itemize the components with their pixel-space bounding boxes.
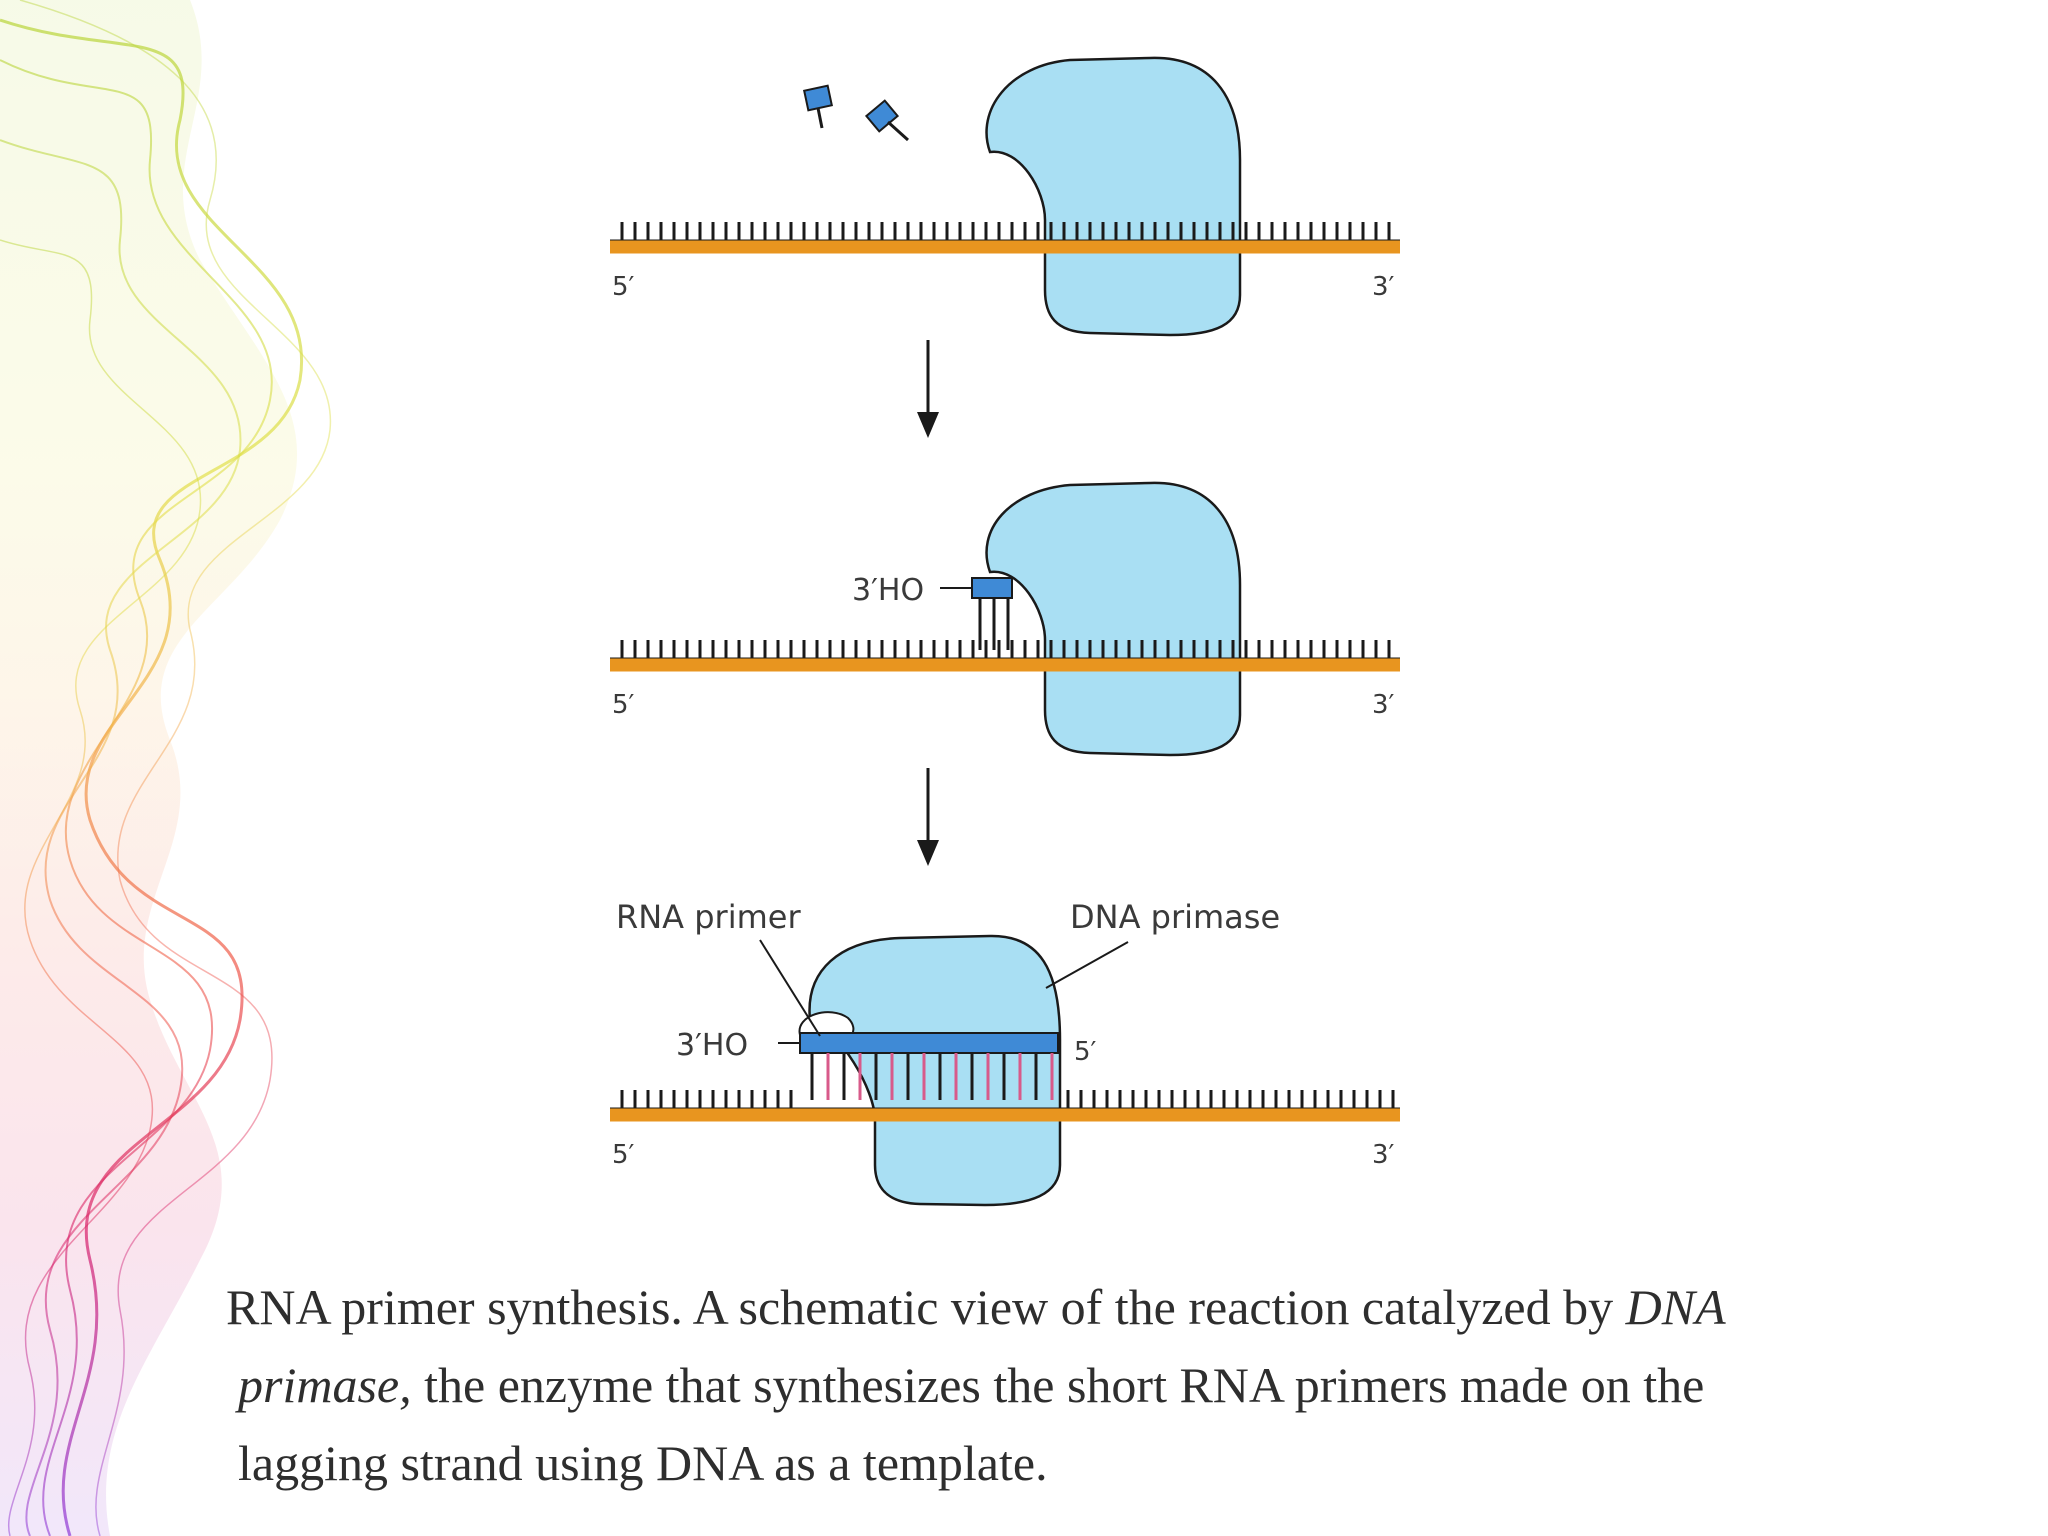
dna-primase-enzyme — [985, 481, 1242, 757]
dna-primase-enzyme — [985, 56, 1242, 337]
decorative-smoke-ribbons — [0, 0, 332, 1536]
panel-1-three-prime: 3′ — [1372, 272, 1395, 302]
caption-line-2-text: the enzyme that synthesizes the short RN… — [411, 1357, 1705, 1413]
rna-dna-base-pairs — [810, 1053, 1054, 1100]
panel-2-primer-3-ho: 3′HO — [852, 573, 924, 608]
reaction-arrow-1 — [917, 340, 939, 438]
nucleotide-2 — [864, 99, 910, 142]
panel-2-five-prime: 5′ — [612, 690, 635, 720]
panel-3-primer-5-prime: 5′ — [1074, 1037, 1097, 1067]
dna-primase-enzyme — [808, 934, 1062, 1207]
panel-2-primase-bound: 3′HO 5′ 3′ — [610, 481, 1400, 757]
first-nucleotide-primer — [971, 577, 1013, 599]
panel-2-three-prime: 3′ — [1372, 690, 1395, 720]
rna-primer-bar — [799, 1032, 1059, 1054]
caption-line-2: primase, the enzyme that synthesizes the… — [226, 1346, 1966, 1424]
caption-line-1: RNA primer synthesis. A schematic view o… — [226, 1268, 1966, 1346]
panel-3-primer-extended: 3′HO 5′ 5′ 3′ RNA primer DNA primase — [610, 898, 1400, 1207]
caption-line-1-italic: DNA — [1625, 1279, 1726, 1335]
dna-primase-leader-line — [1045, 941, 1129, 989]
template-strand-2 — [610, 640, 1400, 672]
panel-1-five-prime: 5′ — [612, 272, 635, 302]
nucleotide-1 — [802, 84, 834, 129]
rna-primer-label: RNA primer — [616, 898, 801, 936]
template-strand-3 — [610, 1090, 1400, 1122]
panel-3-five-prime: 5′ — [612, 1140, 635, 1170]
rna-primer-leader-line — [759, 939, 821, 1037]
reaction-arrow-2 — [917, 768, 939, 866]
template-strand-1 — [610, 222, 1400, 254]
rna-primer-synthesis-diagram: 5′ 3′ 3′HO 5′ 3′ 3 — [610, 56, 1400, 1207]
caption-line-1-text: RNA primer synthesis. A schematic view o… — [226, 1279, 1626, 1335]
dna-primase-label: DNA primase — [1070, 898, 1280, 936]
panel-1-free-primase: 5′ 3′ — [610, 56, 1400, 337]
primer-base-pairs — [978, 598, 1010, 650]
caption-line-3: lagging strand using DNA as a template. — [238, 1435, 1048, 1491]
free-nucleotides — [802, 84, 910, 142]
panel-3-primer-3-ho: 3′HO — [676, 1028, 748, 1063]
figure-caption: RNA primer synthesis. A schematic view o… — [226, 1268, 1966, 1502]
panel-3-three-prime: 3′ — [1372, 1140, 1395, 1170]
caption-line-2-italic: primase, — [238, 1357, 412, 1413]
